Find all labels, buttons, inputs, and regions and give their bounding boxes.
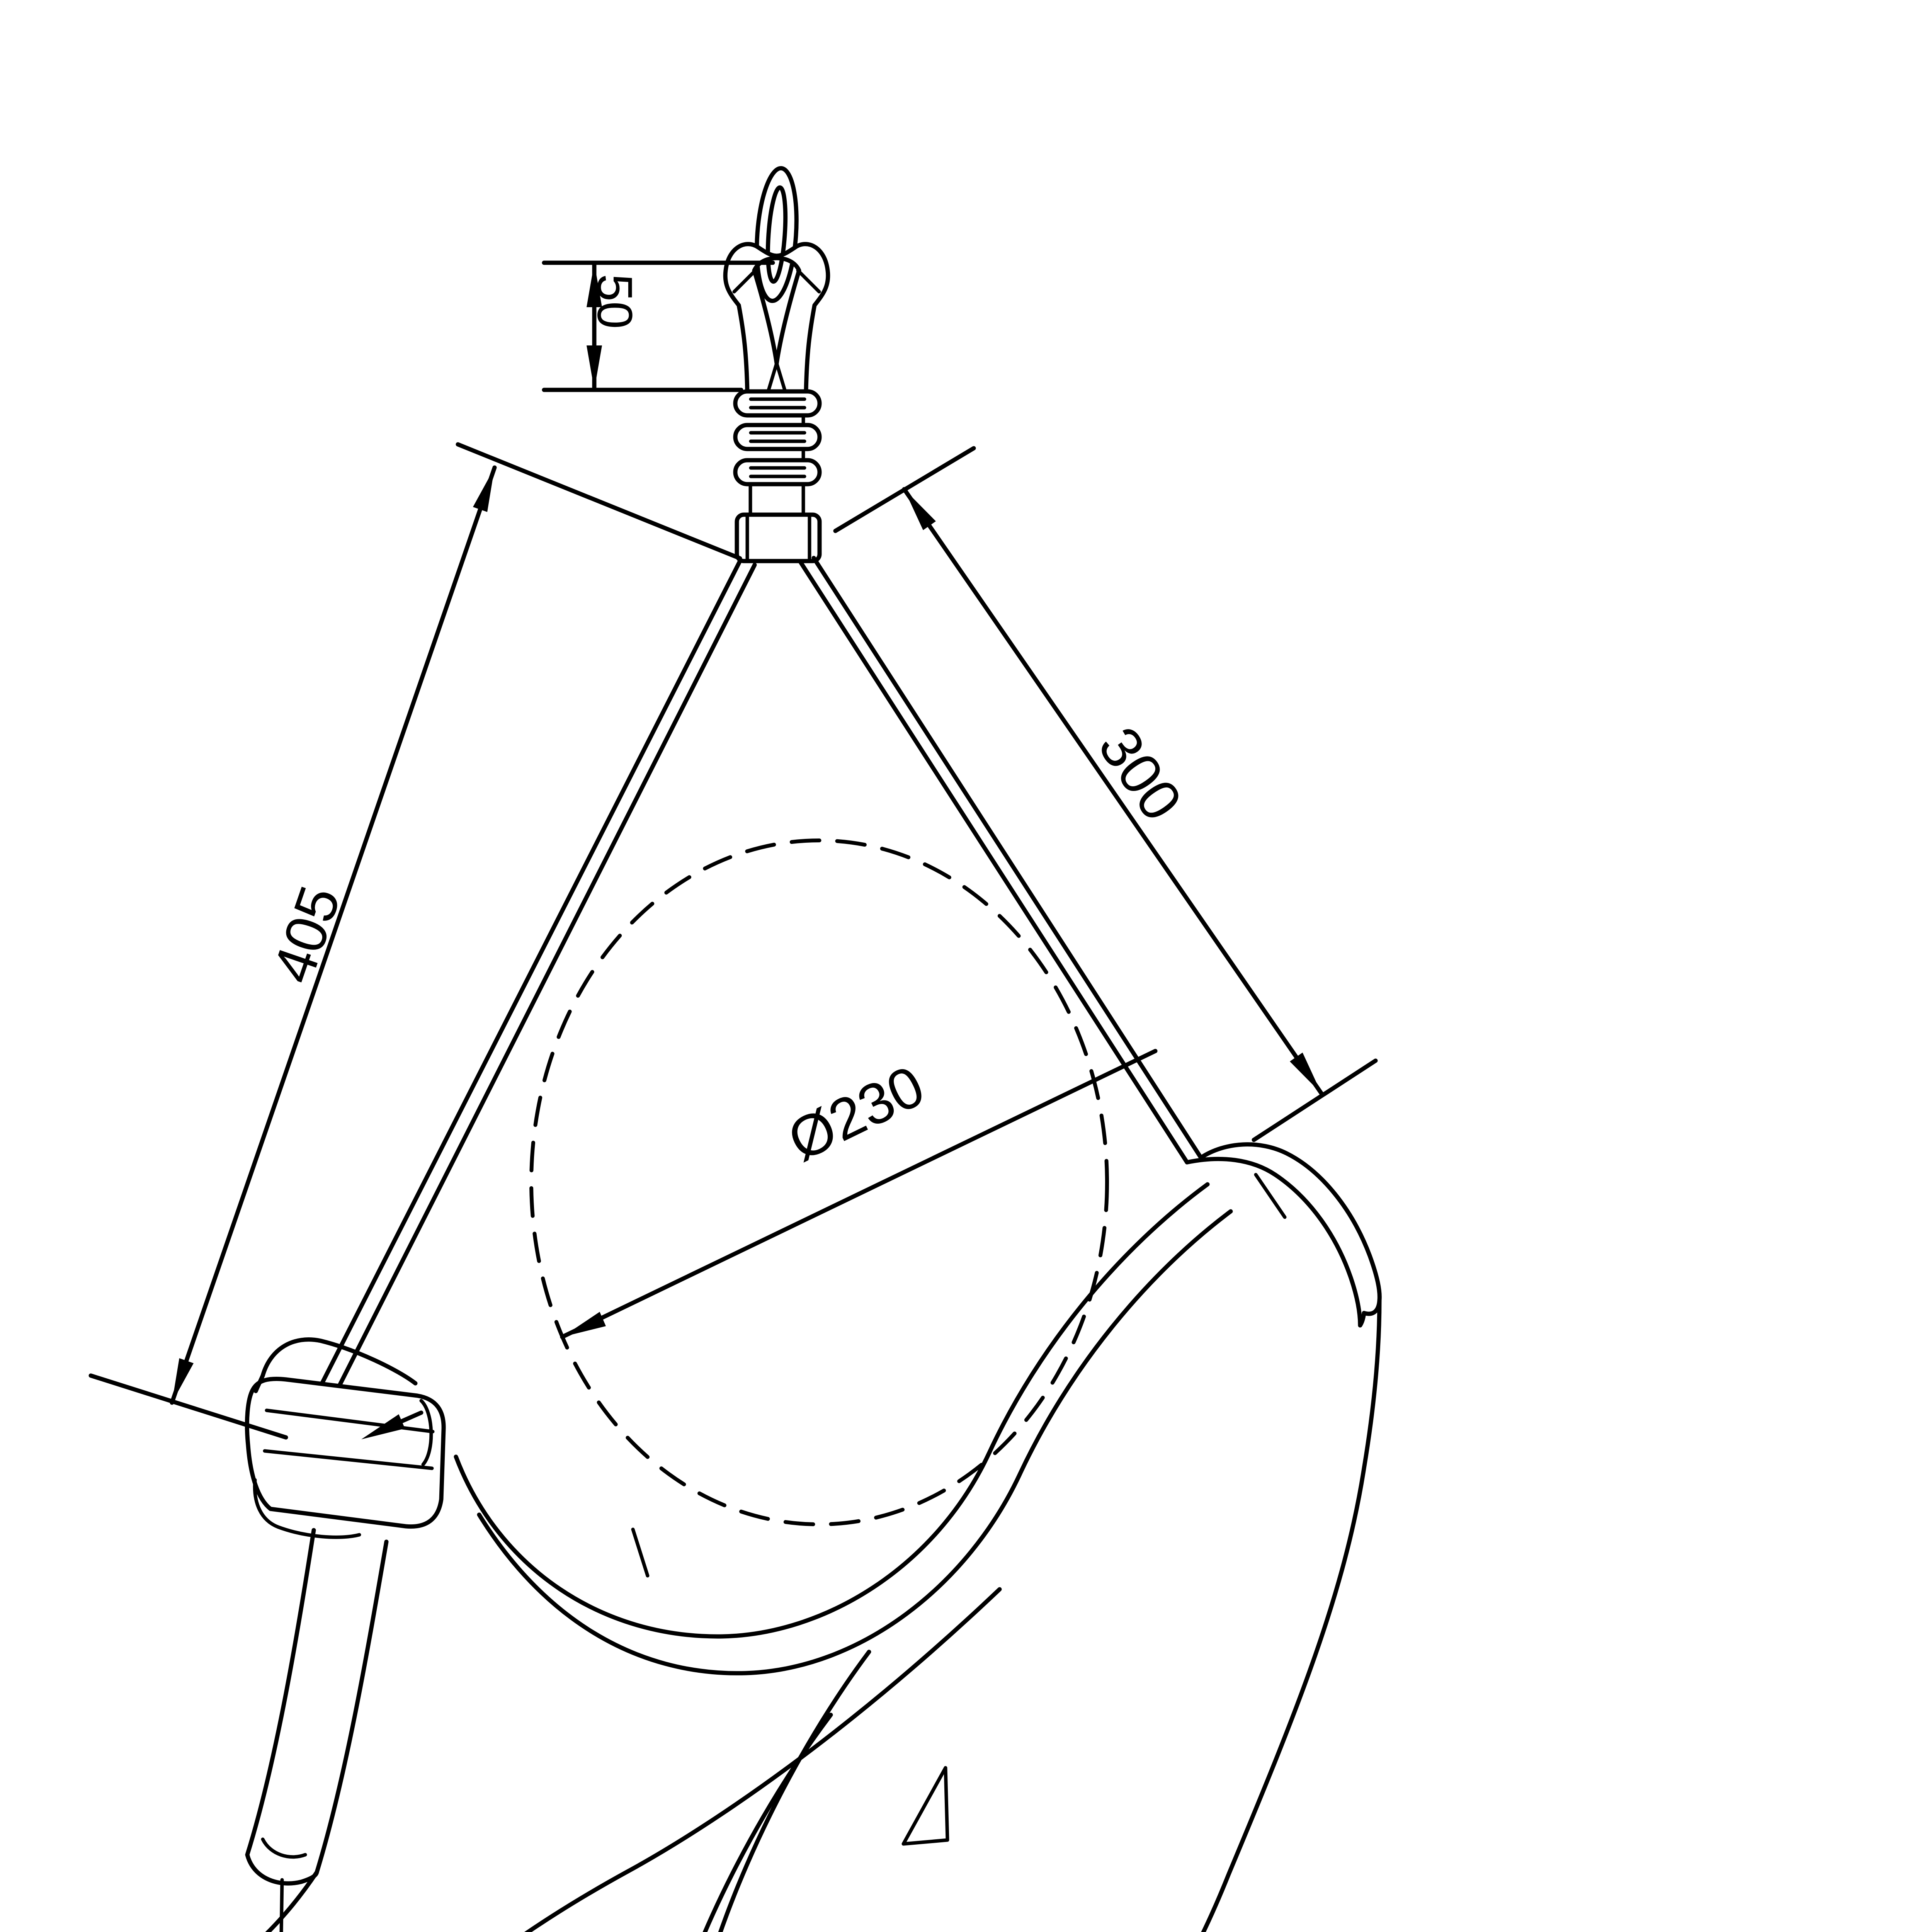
dashed-seat-opening-circle — [529, 838, 1109, 1526]
dimension-405: 405 — [88, 442, 742, 1440]
shackle-hook — [723, 242, 830, 394]
ropes-side — [311, 556, 1203, 1410]
side-view: 50 405 300 Ø230 — [88, 166, 1382, 1932]
seat-side — [245, 1142, 1382, 1932]
rope-clamp — [735, 512, 822, 563]
rope-adjuster-rings — [733, 389, 822, 517]
dimension-label-50: 50 — [587, 274, 642, 329]
dimension-label-diameter-230: Ø230 — [778, 1053, 934, 1173]
dimension-label-405: 405 — [260, 878, 352, 990]
chain-link — [755, 166, 799, 303]
dimension-label-300: 300 — [1086, 716, 1195, 832]
dimension-50: 50 — [542, 260, 775, 392]
